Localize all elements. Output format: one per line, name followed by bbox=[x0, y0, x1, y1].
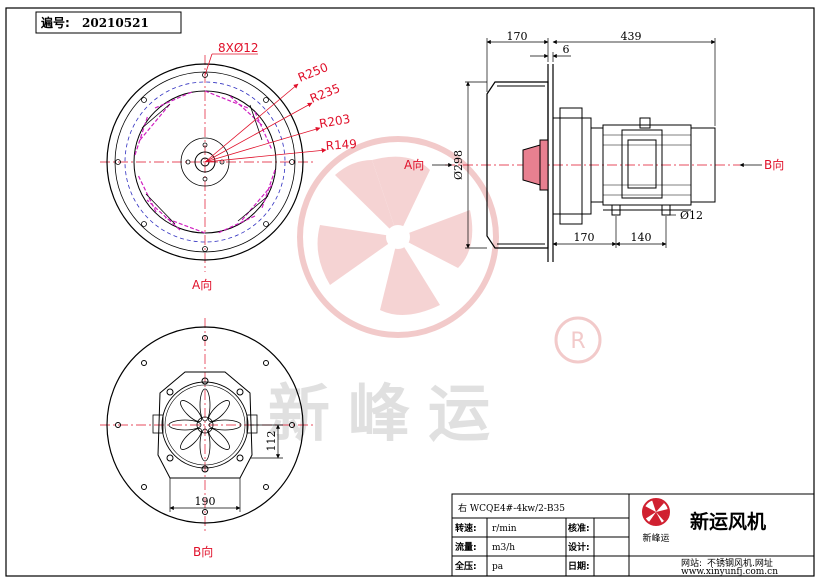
dim-12: Ø12 bbox=[680, 209, 703, 222]
row-right-label-date: 日期: bbox=[568, 560, 590, 572]
website-label: 网站: bbox=[681, 557, 702, 569]
company-logo-icon bbox=[642, 498, 670, 526]
front-view-label: A向 bbox=[192, 277, 212, 292]
radius-label-235: R235 bbox=[308, 81, 342, 106]
dim-6: 6 bbox=[563, 43, 570, 56]
watermark-logo: R bbox=[297, 136, 602, 364]
radius-label-203: R203 bbox=[318, 112, 351, 131]
sheet-border bbox=[5, 7, 815, 577]
dim-170-bottom: 170 bbox=[574, 231, 595, 244]
back-view bbox=[100, 318, 315, 532]
side-label-b: B向 bbox=[764, 157, 784, 172]
side-label-a: A向 bbox=[404, 157, 424, 172]
row-unit-speed: r/min bbox=[492, 524, 517, 534]
dim-140: 140 bbox=[631, 231, 652, 244]
dim-190: 190 bbox=[195, 495, 216, 508]
front-dimension-lines bbox=[204, 53, 327, 163]
radius-label-149: R149 bbox=[325, 137, 357, 153]
row-label-pressure: 全压: bbox=[454, 560, 477, 572]
row-right-label-approve: 核准: bbox=[568, 522, 590, 534]
company-name: 新运风机 bbox=[690, 510, 766, 533]
watermark-brand-text: 新峰运 bbox=[268, 377, 508, 450]
side-view bbox=[445, 64, 745, 262]
row-label-flow: 流量: bbox=[455, 541, 477, 553]
drawing-number-label: 遍号: bbox=[40, 15, 70, 30]
title-block bbox=[451, 493, 815, 577]
logo-subtext: 新峰运 bbox=[642, 532, 669, 544]
dim-170-top: 170 bbox=[507, 30, 528, 43]
website-text: 不锈钢风机.网址 bbox=[707, 557, 773, 569]
dim-112: 112 bbox=[265, 431, 278, 452]
row-label-speed: 转速: bbox=[455, 522, 477, 534]
side-dimension-lines bbox=[432, 38, 762, 249]
row-unit-pressure: pa bbox=[492, 562, 504, 572]
dim-439: 439 bbox=[621, 30, 642, 43]
front-holes-label: 8XØ12 bbox=[218, 41, 259, 55]
model-label: 右 WCQE4#-4kw/2-B35 bbox=[458, 502, 565, 514]
back-view-label: B向 bbox=[193, 544, 213, 559]
watermark-registered: R bbox=[570, 329, 585, 354]
dim-298: Ø298 bbox=[452, 150, 465, 180]
front-view bbox=[100, 55, 315, 272]
drawing-number-box bbox=[35, 11, 182, 34]
row-right-label-design: 设计: bbox=[568, 541, 590, 553]
radius-label-250: R250 bbox=[296, 60, 330, 85]
website-url: www.xinyunfj.com.cn bbox=[681, 567, 778, 577]
drawing-number: 20210521 bbox=[82, 16, 149, 30]
back-dimension-lines bbox=[169, 424, 283, 512]
row-unit-flow: m3/h bbox=[492, 543, 515, 553]
